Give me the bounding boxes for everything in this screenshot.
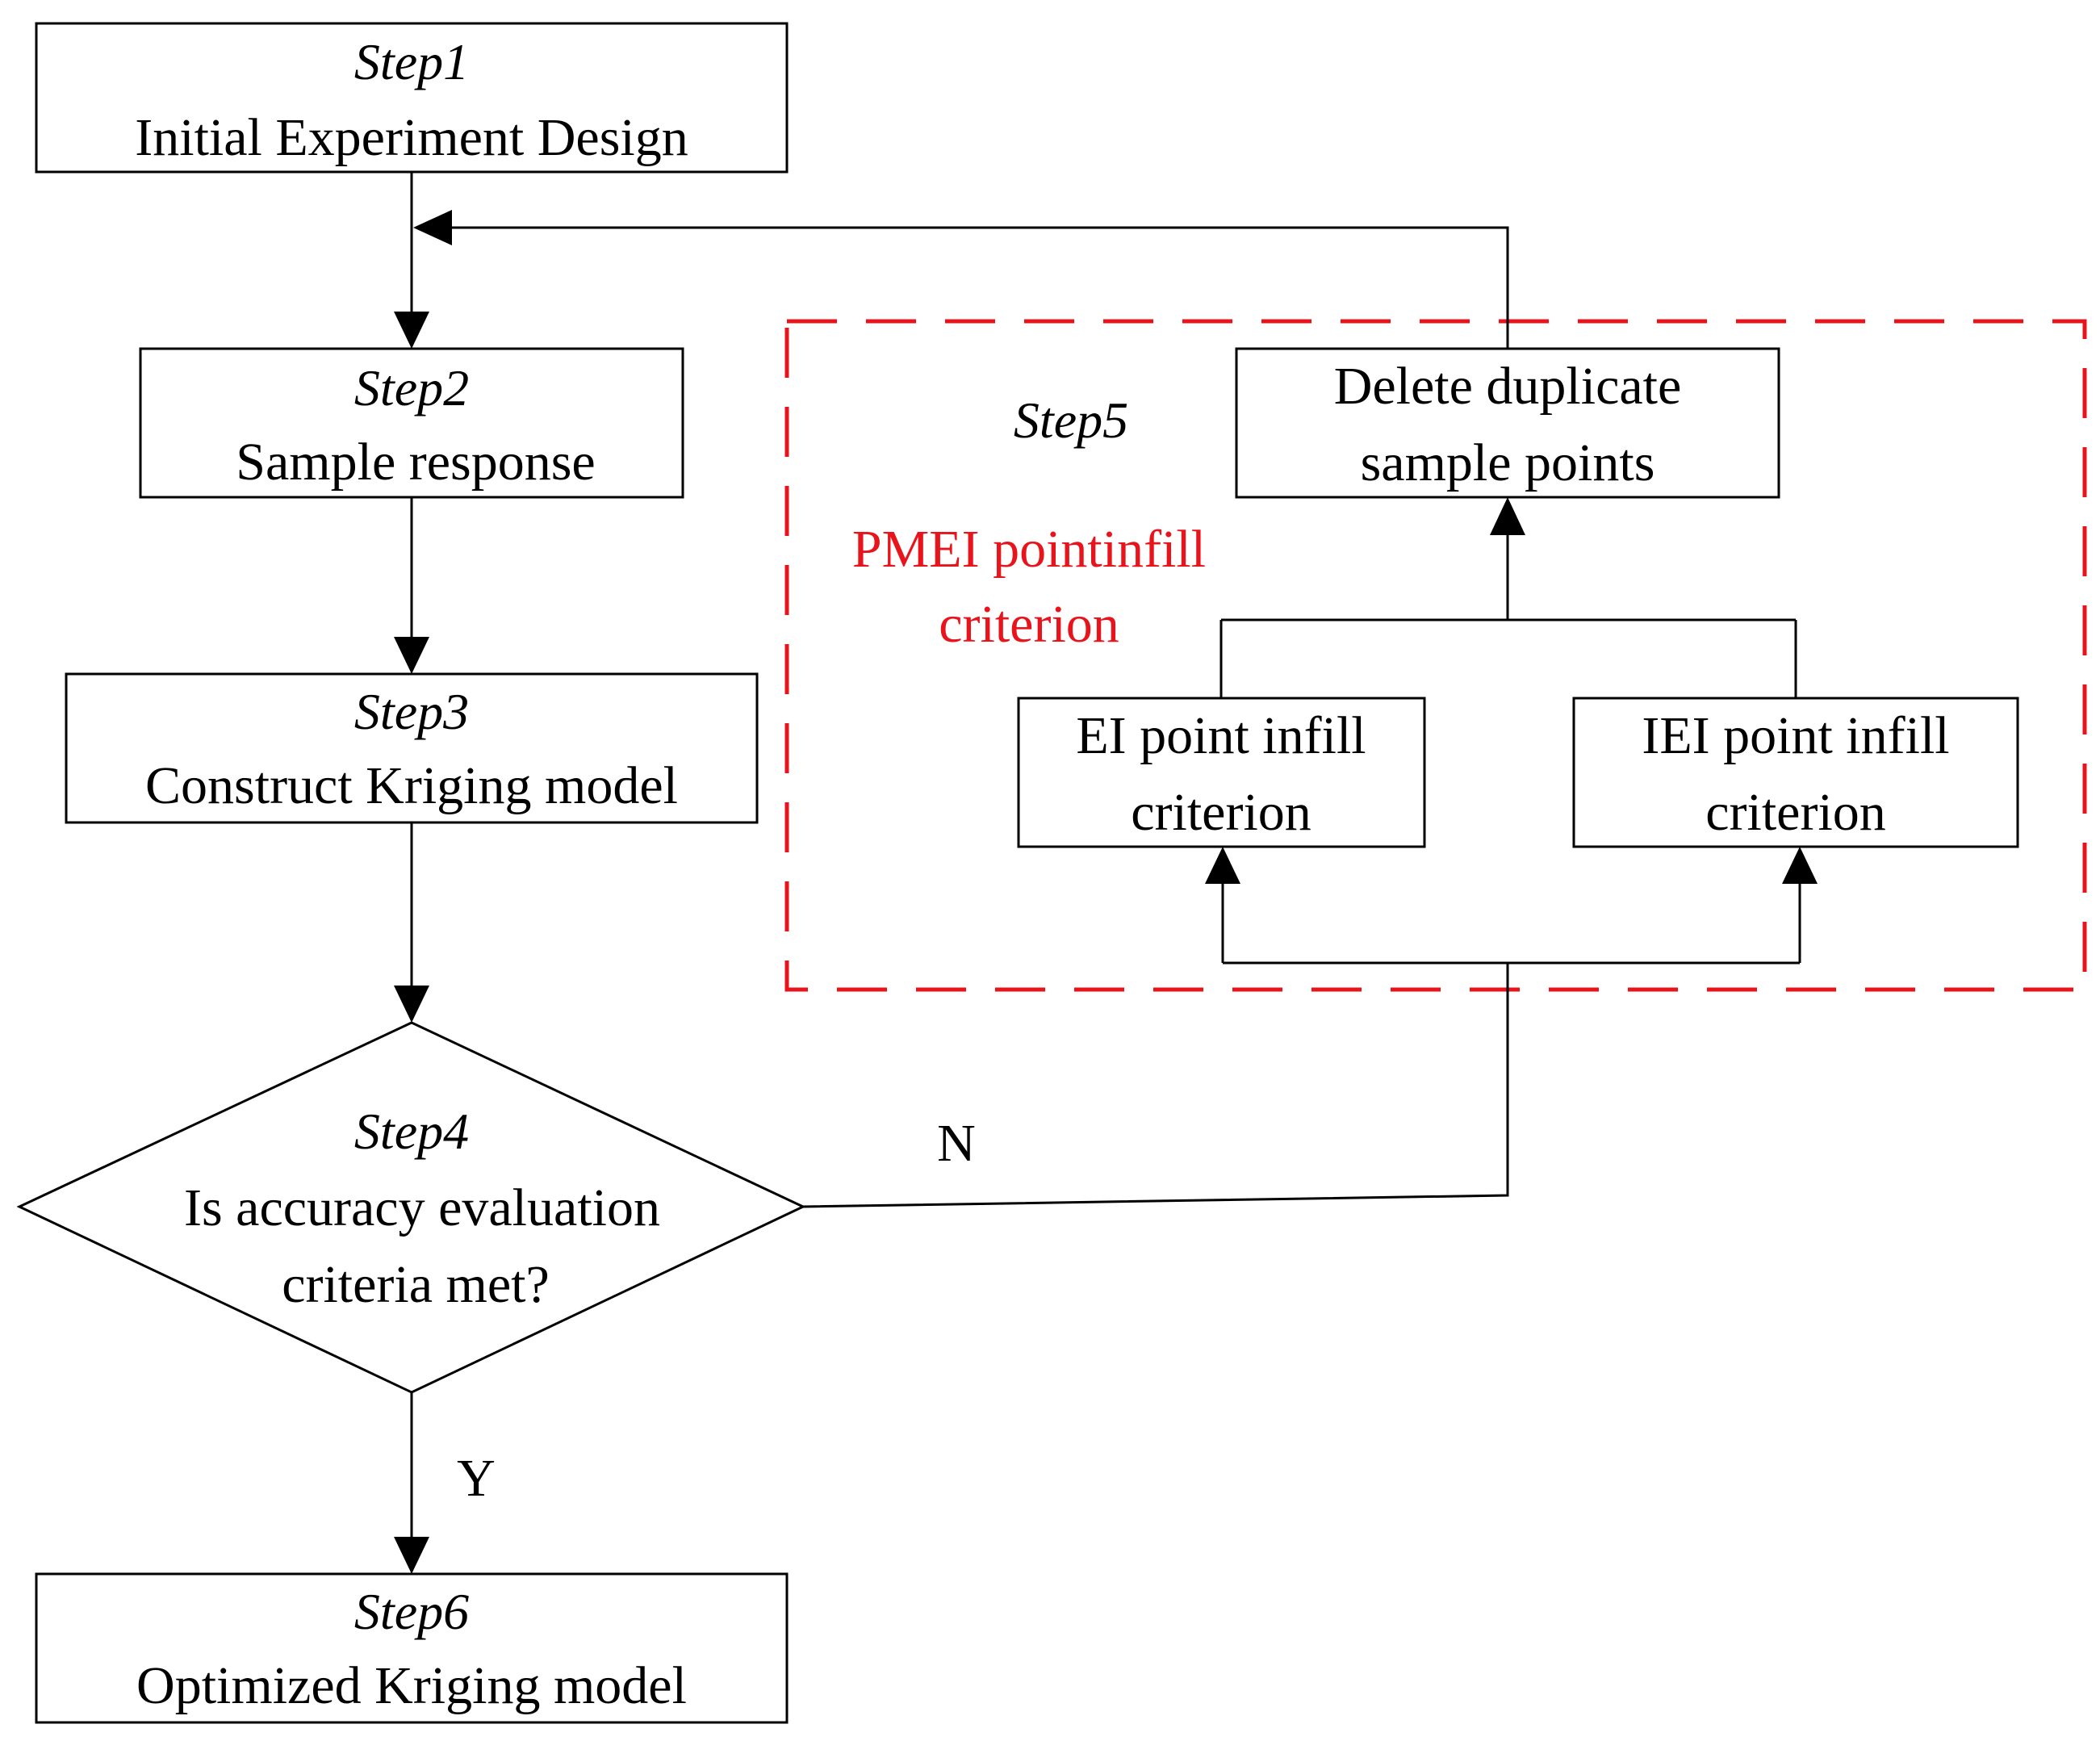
connectors bbox=[410, 172, 1801, 1539]
arrowhead-step6 bbox=[394, 1537, 429, 1574]
step4-question-line1: Is accuracy evaluation bbox=[184, 1178, 660, 1237]
ei-criterion-line2: criterion bbox=[1131, 783, 1311, 842]
step1-box bbox=[35, 22, 789, 174]
connector-no-branch bbox=[802, 963, 1509, 1208]
iei-criterion-line2: criterion bbox=[1705, 783, 1886, 842]
step3-text: Construct Kriging model bbox=[145, 756, 678, 815]
arrowhead-delete bbox=[1490, 497, 1525, 535]
arrowheads bbox=[394, 210, 1818, 1574]
branch-yes-label: Y bbox=[457, 1449, 496, 1508]
iei-criterion-line1: IEI point infill bbox=[1642, 706, 1949, 765]
branch-no-label: N bbox=[937, 1114, 976, 1173]
arrowhead-step2 bbox=[394, 312, 429, 349]
step2-text: Sample response bbox=[236, 433, 595, 492]
step2-box bbox=[139, 347, 684, 499]
arrowhead-iei bbox=[1782, 847, 1818, 884]
arrowhead-step3 bbox=[394, 637, 429, 674]
step3-tag: Step3 bbox=[354, 683, 469, 740]
arrowhead-ei bbox=[1205, 847, 1240, 884]
arrowhead-step4 bbox=[394, 986, 429, 1023]
iei-criterion-box bbox=[1572, 697, 2019, 848]
step6-tag: Step6 bbox=[354, 1583, 469, 1640]
pmei-criterion-line1: PMEI pointinfill bbox=[852, 520, 1206, 579]
step1-tag: Step1 bbox=[354, 33, 469, 90]
step1-text: Initial Experiment Design bbox=[135, 108, 688, 167]
step4-tag: Step4 bbox=[354, 1103, 469, 1160]
step5-region bbox=[784, 319, 2087, 992]
connector-feedback bbox=[450, 226, 1509, 349]
delete-duplicates-line1: Delete duplicate bbox=[1334, 357, 1682, 416]
ei-criterion-line1: EI point infill bbox=[1076, 706, 1366, 765]
step2-tag: Step2 bbox=[354, 359, 469, 416]
step4-question-line2: criteria met? bbox=[282, 1255, 550, 1314]
step6-box bbox=[35, 1572, 789, 1724]
pmei-criterion-line2: criterion bbox=[939, 595, 1119, 654]
arrowhead-feedback bbox=[413, 210, 452, 245]
step6-text: Optimized Kriging model bbox=[136, 1656, 687, 1715]
delete-duplicates-line2: sample points bbox=[1361, 433, 1655, 492]
step5-tag: Step5 bbox=[1014, 391, 1128, 449]
